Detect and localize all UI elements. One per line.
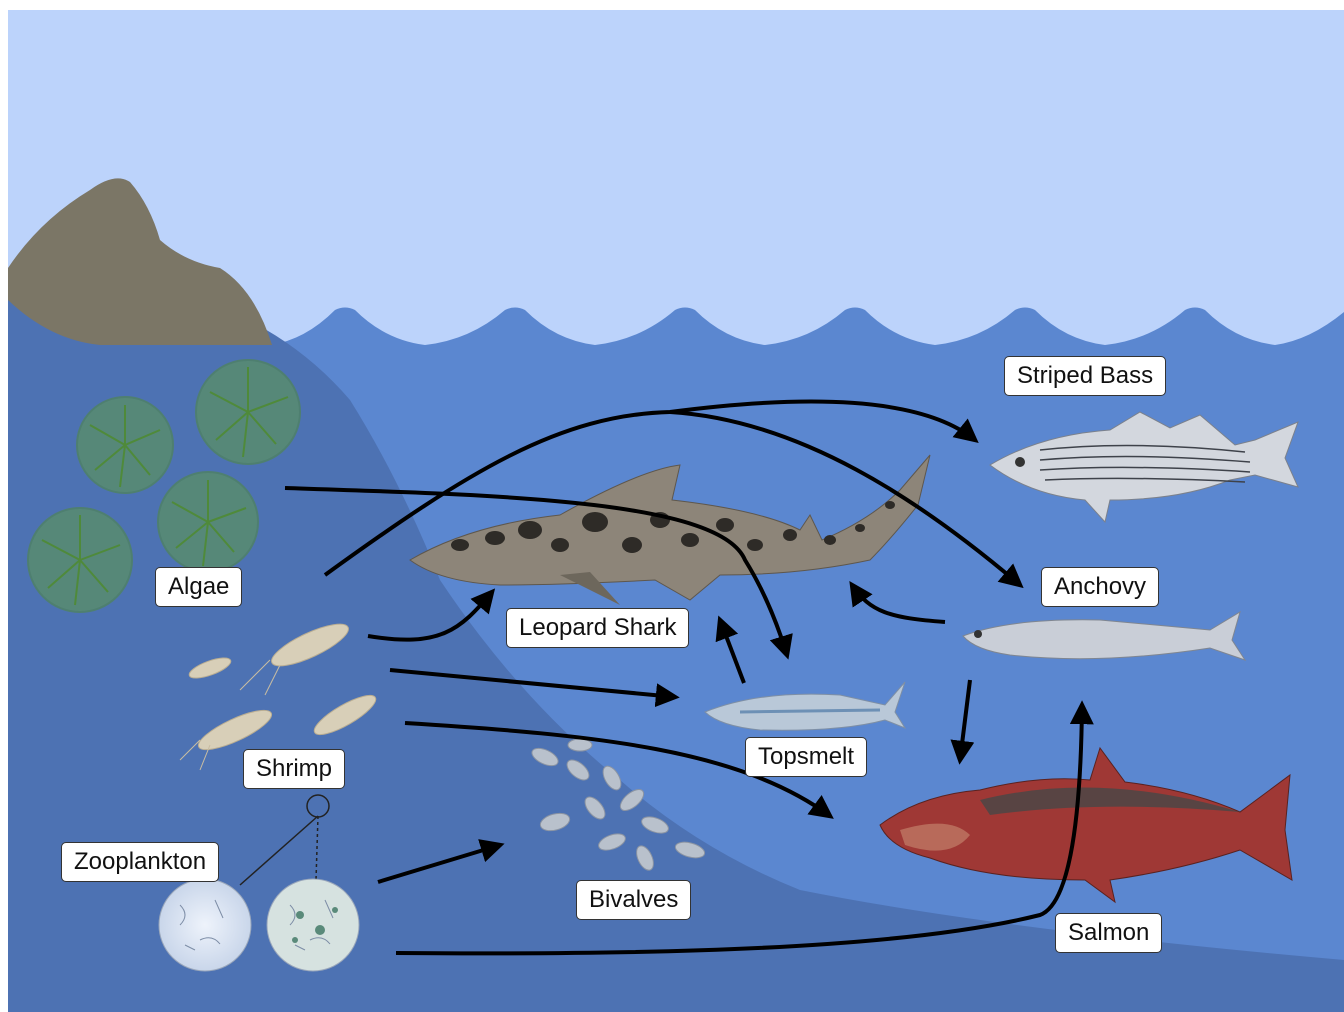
- label-salmon: Salmon: [1055, 913, 1162, 953]
- label-anchovy: Anchovy: [1041, 567, 1159, 607]
- label-striped-bass: Striped Bass: [1004, 356, 1166, 396]
- label-shrimp: Shrimp: [243, 749, 345, 789]
- label-algae: Algae: [155, 567, 242, 607]
- label-topsmelt: Topsmelt: [745, 737, 867, 777]
- label-bivalves: Bivalves: [576, 880, 691, 920]
- label-zooplankton: Zooplankton: [61, 842, 219, 882]
- label-leopard-shark: Leopard Shark: [506, 608, 689, 648]
